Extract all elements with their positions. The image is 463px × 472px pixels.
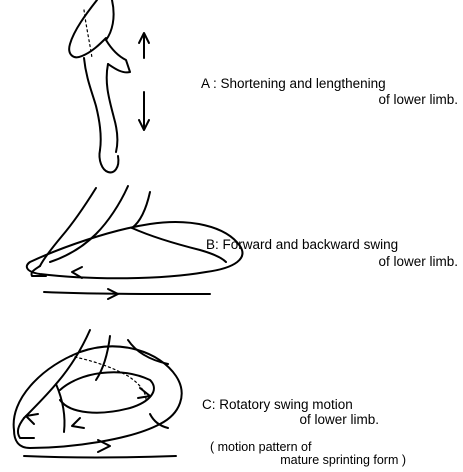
panel-a-caption-line2: of lower limb. [378,92,458,108]
panel-b-caption-line2: of lower limb. [378,254,458,270]
panel-c-caption-line2: of lower limb. [299,412,379,428]
panel-c-note-line2: mature sprinting form ) [280,452,406,468]
panel-a-caption-line1: A : Shortening and lengthening [201,76,386,92]
panel-c-leg-drawing [14,330,182,458]
panel-a-leg-drawing [69,0,149,172]
panel-c-caption-line1: C: Rotatory swing motion [202,397,353,413]
panel-b-caption-line1: B: Forward and backward swing [206,237,398,253]
